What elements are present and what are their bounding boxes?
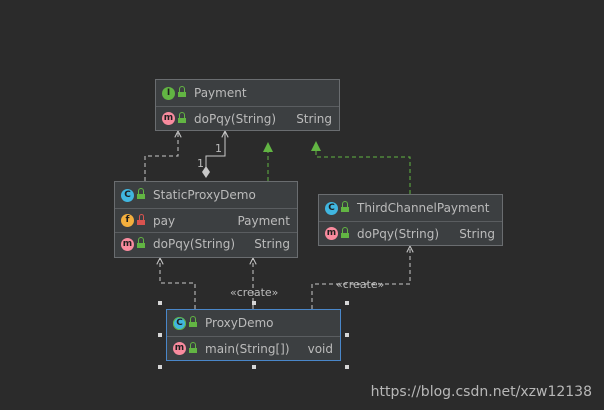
- aggregation-diamond: [202, 166, 210, 178]
- public-lock-icon: [189, 316, 197, 327]
- class-icon: C: [325, 201, 338, 215]
- create-label-left: «create»: [230, 286, 279, 299]
- method-icon: m: [173, 342, 186, 355]
- create-proxydemo-thirdchannel: [311, 246, 410, 309]
- class-name: Payment: [194, 86, 247, 100]
- resize-handle-ne[interactable]: [345, 301, 349, 305]
- class-header: C StaticProxyDemo: [115, 182, 297, 209]
- aggregation-staticproxy-payment: [205, 131, 225, 172]
- public-lock-icon: [137, 188, 145, 199]
- class-header: C ThirdChannelPayment: [319, 195, 502, 222]
- method-name: doPqy(String): [194, 111, 277, 126]
- class-proxy-demo[interactable]: C ProxyDemo m main(String[]) void: [166, 309, 341, 361]
- class-name: ThirdChannelPayment: [357, 201, 490, 215]
- field-icon: f: [121, 214, 134, 227]
- public-lock-icon: [189, 341, 197, 353]
- multiplicity-source: 1: [197, 157, 204, 170]
- watermark: https://blog.csdn.net/xzw12138: [370, 384, 592, 400]
- private-lock-icon: [137, 213, 145, 225]
- class-third-channel-payment[interactable]: C ThirdChannelPayment m doPqy(String) St…: [318, 194, 503, 246]
- class-payment[interactable]: I Payment m doPqy(String) String: [155, 79, 340, 131]
- method-row[interactable]: m doPqy(String) String: [319, 222, 502, 245]
- create-proxydemo-staticproxy-left: [160, 258, 196, 309]
- method-type: String: [254, 237, 290, 251]
- method-name: doPqy(String): [153, 237, 236, 251]
- method-icon: m: [325, 227, 338, 240]
- method-type: String: [296, 111, 332, 126]
- class-name: ProxyDemo: [205, 316, 274, 330]
- field-type: Payment: [237, 213, 290, 228]
- method-type: String: [459, 226, 495, 241]
- method-row[interactable]: m main(String[]) void: [167, 337, 340, 360]
- method-type: void: [307, 341, 333, 356]
- resize-handle-se[interactable]: [345, 365, 349, 369]
- method-row[interactable]: m doPqy(String) String: [156, 107, 339, 130]
- class-icon: C: [121, 188, 134, 202]
- public-lock-icon: [341, 226, 349, 238]
- multiplicity-target: 1: [215, 142, 222, 155]
- public-lock-icon: [178, 111, 186, 123]
- field-row[interactable]: f pay Payment: [115, 209, 297, 232]
- runnable-class-icon: C: [173, 316, 186, 330]
- realization-thirdchannel-payment: [311, 141, 411, 194]
- create-label-right: «create»: [336, 278, 385, 291]
- class-header: I Payment: [156, 80, 339, 107]
- interface-icon: I: [162, 86, 175, 100]
- method-icon: m: [162, 112, 175, 125]
- public-lock-icon: [178, 86, 186, 97]
- resize-handle-nw[interactable]: [158, 301, 162, 305]
- resize-handle-w[interactable]: [158, 333, 162, 337]
- method-name: main(String[]): [205, 341, 290, 356]
- method-icon: m: [121, 237, 134, 251]
- resize-handle-e[interactable]: [345, 333, 349, 337]
- field-name: pay: [153, 213, 176, 228]
- resize-handle-sw[interactable]: [158, 365, 162, 369]
- class-header: C ProxyDemo: [167, 310, 340, 337]
- method-row[interactable]: m doPqy(String) String: [115, 232, 297, 255]
- dependency-staticproxy-payment: [144, 131, 178, 181]
- class-name: StaticProxyDemo: [153, 188, 256, 202]
- resize-handle-n[interactable]: [252, 301, 256, 305]
- public-lock-icon: [341, 201, 349, 212]
- resize-handle-s[interactable]: [252, 365, 256, 369]
- method-name: doPqy(String): [357, 226, 440, 241]
- public-lock-icon: [137, 237, 145, 248]
- class-static-proxy-demo[interactable]: C StaticProxyDemo f pay Payment m doPqy(…: [114, 181, 298, 258]
